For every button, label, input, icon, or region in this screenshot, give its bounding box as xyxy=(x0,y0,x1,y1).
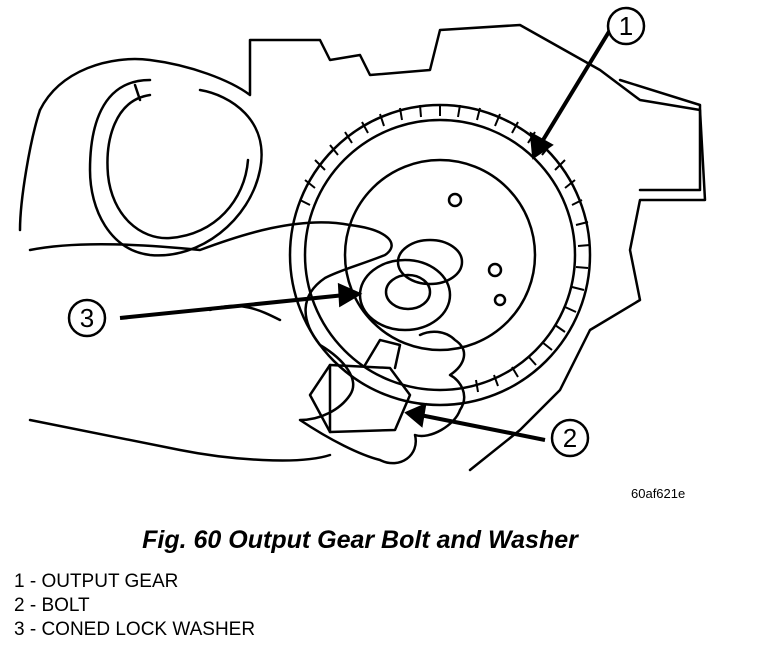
output-gear-illustration: 1 3 2 xyxy=(18,6,707,472)
callout-1-number: 1 xyxy=(619,11,633,41)
legend-item-output-gear: 1 - OUTPUT GEAR xyxy=(14,571,179,592)
legend-item-coned-lock-washer: 3 - CONED LOCK WASHER xyxy=(14,619,256,640)
callout-1-circle xyxy=(606,6,646,46)
callout-2-number: 2 xyxy=(563,423,577,453)
washer-outline xyxy=(358,258,452,332)
housing-outline xyxy=(38,23,707,472)
figure-id-code: 60af621e xyxy=(631,486,686,501)
legend-item-bolt: 2 - BOLT xyxy=(14,595,90,616)
figure-caption: Fig. 60 Output Gear Bolt and Washer xyxy=(142,526,578,554)
figure-legend: 1 - OUTPUT GEAR 2 - BOLT 3 - CONED LOCK … xyxy=(14,570,255,642)
gear-teeth xyxy=(299,104,591,393)
callout-3-circle xyxy=(67,298,107,338)
hand-outline xyxy=(28,221,466,465)
callout-2-circle xyxy=(550,418,590,458)
leader-arrows xyxy=(119,28,612,442)
callout-3-number: 3 xyxy=(80,303,94,333)
bore-ring xyxy=(88,78,263,257)
